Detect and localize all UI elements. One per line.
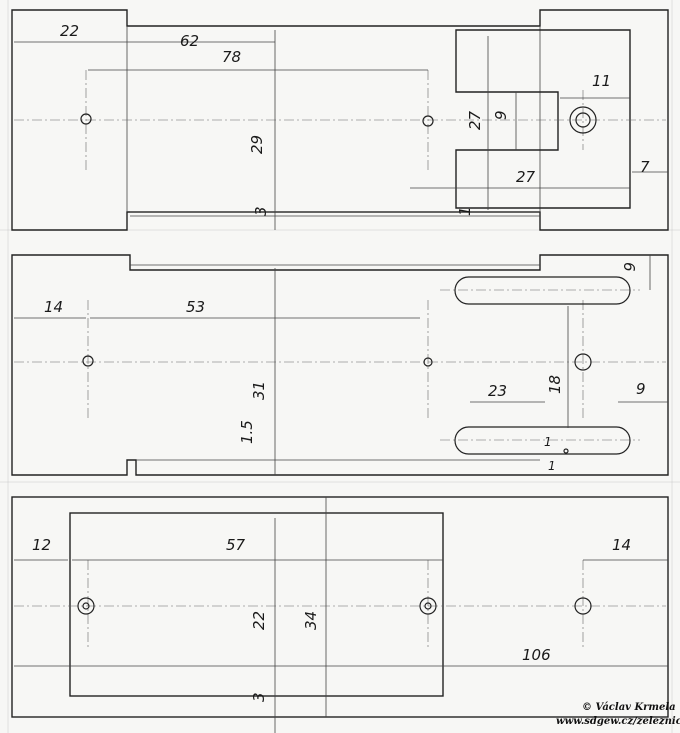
dim-label: 62 — [180, 32, 199, 50]
dim-label: 23 — [488, 382, 507, 400]
dim-label: 27 — [516, 168, 536, 186]
slot — [454, 426, 631, 455]
dim-label: 7 — [640, 158, 650, 176]
dim-label: 9 — [636, 380, 646, 398]
bottom-view: 12 57 22 34 14 106 3 — [11, 496, 669, 733]
dim-label: 22 — [60, 22, 79, 40]
hole — [82, 355, 94, 367]
hole — [422, 115, 434, 127]
dim-label: 78 — [222, 48, 241, 66]
hole-inner — [424, 602, 432, 610]
dim-label: 14 — [612, 536, 631, 554]
dim-label: 106 — [522, 646, 551, 664]
dim-label: 1 — [456, 206, 474, 216]
hole — [574, 353, 592, 371]
hole-inner — [82, 602, 90, 610]
dim-label: 3 — [252, 206, 270, 216]
dim-label: 34 — [302, 611, 320, 630]
hole — [574, 597, 592, 615]
hole — [419, 597, 437, 615]
top-view: 22 62 78 29 3 27 9 11 27 7 1 — [11, 9, 669, 231]
website-credit: www.sdgew.cz/zeleznice — [556, 716, 680, 727]
dim-label: 3 — [250, 692, 268, 702]
dim-label: 57 — [226, 536, 246, 554]
dim-label: 14 — [44, 298, 63, 316]
author-credit: © Václav Krmela — [582, 702, 676, 713]
dim-label: 1 — [548, 459, 556, 473]
hole — [77, 597, 95, 615]
counterbored-hole — [569, 106, 597, 134]
bottom-view-outline — [11, 496, 669, 718]
hole — [423, 357, 433, 367]
dim-label: 18 — [546, 375, 564, 394]
dim-label: 6 — [620, 262, 638, 272]
dim-label: 22 — [250, 611, 268, 630]
slot — [454, 276, 631, 305]
small-hole — [563, 448, 569, 454]
counterbored-hole-inner — [575, 112, 591, 128]
middle-view-outline — [11, 254, 669, 476]
dim-label: 31 — [250, 381, 268, 400]
hole — [80, 113, 92, 125]
dim-label: 1.5 — [238, 420, 256, 444]
stepped-cutout — [455, 29, 631, 209]
dim-label: 9 — [492, 110, 510, 120]
dim-label: 1 — [544, 435, 552, 449]
dim-label: 12 — [32, 536, 51, 554]
dim-label: 53 — [186, 298, 205, 316]
dim-label: 11 — [592, 72, 611, 90]
dim-label: 29 — [248, 135, 266, 154]
inner-rectangle — [69, 512, 444, 697]
middle-view: 14 53 31 1.5 6 23 18 9 1 1 — [11, 254, 669, 476]
dim-label: 27 — [466, 110, 484, 130]
